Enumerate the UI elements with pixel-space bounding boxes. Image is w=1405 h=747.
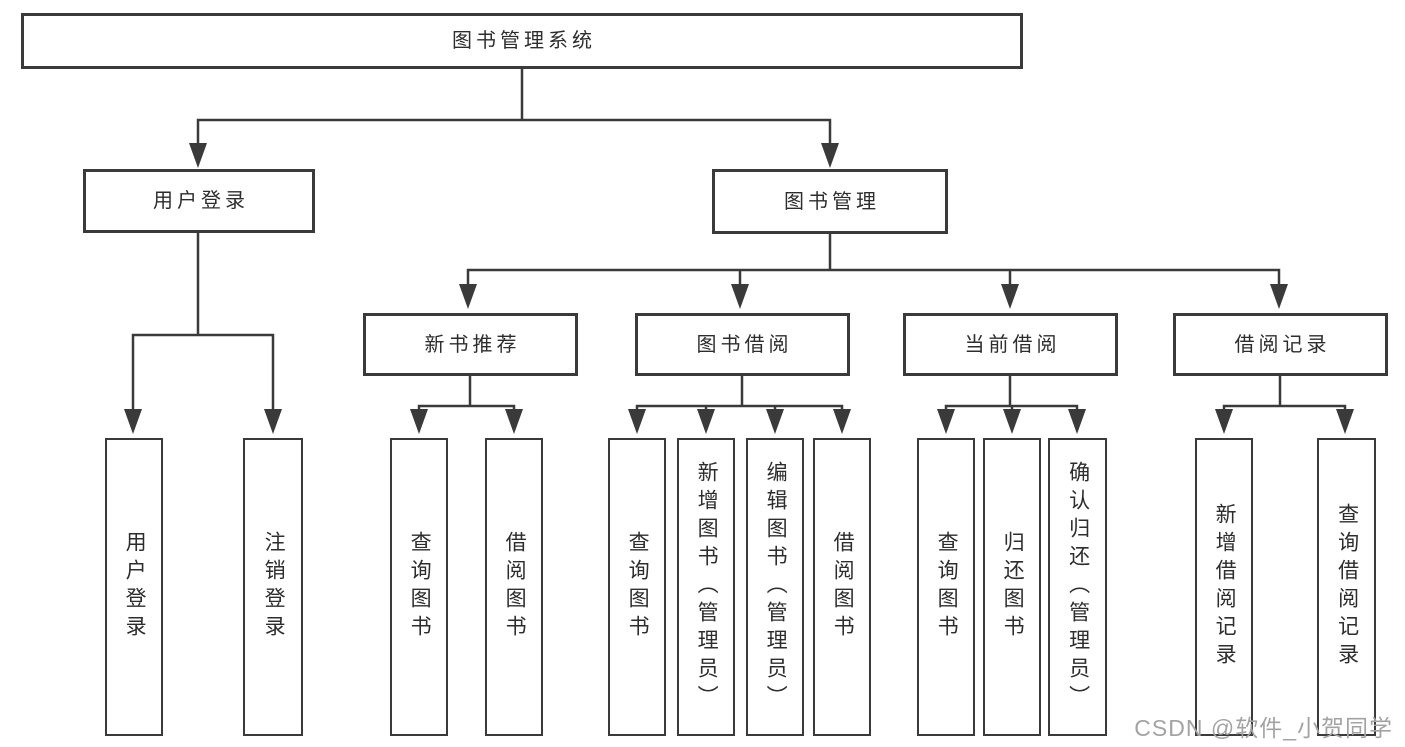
node-user-login: 用户登录: [83, 169, 315, 233]
node-label: 新增借阅记录: [1213, 503, 1237, 671]
node-book-management: 图书管理: [712, 169, 948, 234]
node-current-borrowing: 当前借阅: [903, 313, 1118, 376]
node-book-borrowing: 图书借阅: [635, 313, 850, 376]
csdn-watermark: CSDN @软件_小贺同学: [1134, 715, 1393, 741]
leaf-logout: 注销登录: [243, 438, 303, 736]
node-label: 查询借阅记录: [1335, 503, 1359, 671]
node-label: 编辑图书（管理员）: [764, 461, 788, 713]
node-label: 归还图书: [1001, 531, 1025, 643]
node-label: 新书推荐: [424, 333, 521, 356]
node-label: 借阅记录: [1234, 333, 1331, 356]
node-label: 新增图书（管理员）: [695, 461, 719, 713]
leaf-edit-books-admin: 编辑图书（管理员）: [746, 438, 804, 736]
leaf-query-borrow-record: 查询借阅记录: [1317, 438, 1376, 736]
leaf-add-books-admin: 新增图书（管理员）: [677, 438, 735, 736]
leaf-add-borrow-record: 新增借阅记录: [1195, 438, 1253, 736]
node-library-management-system: 图书管理系统: [21, 13, 1023, 69]
leaf-user-login: 用户登录: [105, 438, 163, 736]
leaf-borrow-books-newbooks: 借阅图书: [485, 438, 543, 736]
node-label: 当前借阅: [964, 333, 1061, 356]
node-label: 图书借阅: [696, 333, 793, 356]
node-label: 借阅图书: [831, 531, 855, 643]
leaf-query-books-current: 查询图书: [917, 438, 975, 736]
node-label: 用户登录: [123, 531, 147, 643]
leaf-query-books-borrowing: 查询图书: [608, 438, 666, 736]
leaf-return-books: 归还图书: [983, 438, 1041, 736]
leaf-borrow-books-borrowing: 借阅图书: [813, 438, 871, 736]
node-label: 用户登录: [153, 190, 249, 212]
node-label: 图书管理: [784, 190, 880, 213]
node-label: 查询图书: [408, 531, 432, 643]
node-label: 借阅图书: [503, 531, 527, 643]
node-borrowing-records: 借阅记录: [1173, 313, 1388, 376]
node-new-book-recommend: 新书推荐: [363, 313, 578, 376]
node-label: 确认归还（管理员）: [1066, 461, 1090, 713]
node-label: 查询图书: [626, 531, 650, 643]
leaf-query-books-newbooks: 查询图书: [390, 438, 448, 736]
node-label: 查询图书: [935, 531, 959, 643]
node-label: 注销登录: [262, 531, 286, 643]
node-label: 图书管理系统: [452, 30, 596, 52]
leaf-confirm-return-admin: 确认归还（管理员）: [1048, 438, 1107, 736]
arrowheads: [124, 143, 1354, 434]
